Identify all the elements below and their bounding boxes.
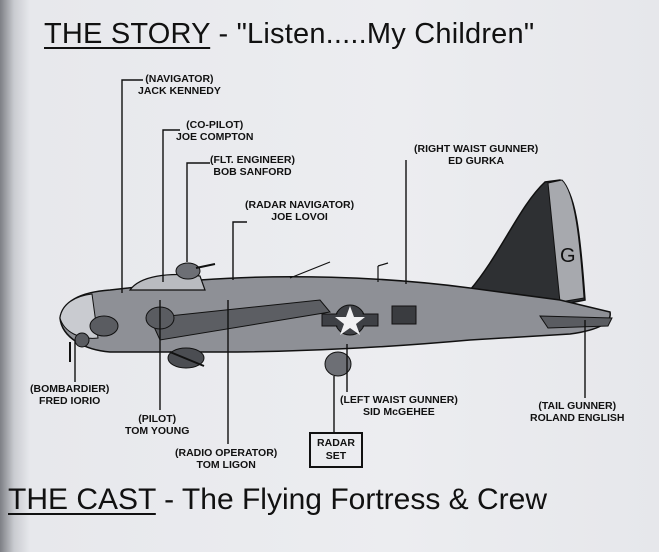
rudder	[547, 179, 585, 303]
page-footer: THE CAST - The Flying Fortress & Crew	[8, 483, 547, 517]
title-separator: -	[210, 18, 237, 50]
label-radar-navigator: (RADAR NAVIGATOR)JOE LOVOI	[245, 199, 355, 223]
label-navigator: (NAVIGATOR)JACK KENNEDY	[138, 73, 221, 97]
cast-label: THE CAST	[8, 483, 156, 516]
tail-marking: G	[560, 245, 576, 267]
chin-turret	[74, 332, 90, 348]
radar-radome	[324, 351, 352, 377]
leader-radar-navigator	[232, 221, 247, 280]
title-quote: "Listen.....My Children"	[236, 18, 535, 50]
label-left-waist-gunner: (LEFT WAIST GUNNER)SID McGEHEE	[340, 394, 458, 418]
label-flt-engineer: (FLT. ENGINEER)BOB SANFORD	[210, 154, 295, 178]
leader-copilot	[162, 129, 180, 282]
label-right-waist-gunner: (RIGHT WAIST GUNNER)ED GURKA	[414, 143, 539, 167]
wing	[149, 299, 331, 341]
label-pilot: (PILOT)TOM YOUNG	[125, 413, 190, 437]
horizontal-stabilizer	[539, 315, 613, 329]
leader-lines	[74, 79, 586, 444]
footer-subtitle: - The Flying Fortress & Crew	[155, 483, 548, 516]
story-label: THE STORY	[44, 18, 211, 50]
label-tail-gunner: (TAIL GUNNER)ROLAND ENGLISH	[530, 400, 625, 424]
page-title: THE STORY - "Listen.....My Children"	[44, 18, 534, 51]
radar-set-line2: SET	[325, 450, 347, 462]
waist-window	[391, 305, 417, 325]
nose-glazing	[59, 293, 99, 339]
leader-flt-engineer	[186, 162, 210, 262]
label-bombardier: (BOMBARDIER)FRED IORIO	[30, 383, 110, 407]
top-turret	[175, 262, 201, 280]
label-radio-operator: (RADIO OPERATOR)TOM LIGON	[175, 447, 278, 471]
insignia-star	[335, 306, 365, 335]
label-copilot: (CO-PILOT)JOE COMPTON	[176, 119, 254, 143]
radar-set-line1: RADAR	[317, 437, 355, 449]
engine-1	[89, 315, 119, 337]
radar-set-box: RADAR SET	[309, 432, 363, 468]
leader-navigator	[121, 79, 143, 293]
